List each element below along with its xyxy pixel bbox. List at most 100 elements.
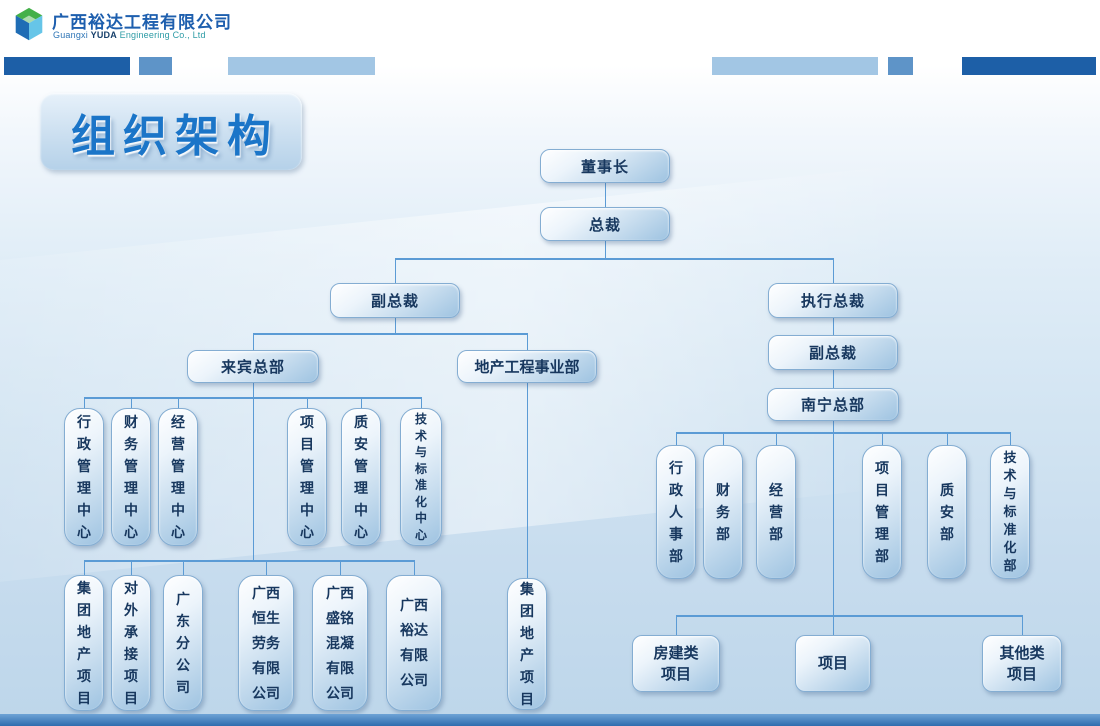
node-laibin-center-tech-standard: 技术与标准化中心 (400, 408, 442, 546)
connector-line (83, 397, 421, 399)
node-dept-admin-hr: 行政人事部 (656, 445, 696, 579)
connector-line (722, 432, 724, 445)
node-project-type-project-label: 项目 (817, 655, 848, 672)
node-dept-project-management-label: 项目管理部 (874, 460, 889, 564)
node-dept-tech-standard: 技术与标准化部 (990, 445, 1030, 579)
node-unit-guangdong-branch-label: 广东分公司 (175, 591, 190, 695)
company-name-cn: 广西裕达工程有限公司 (52, 13, 232, 32)
decor-bar-left-light (228, 57, 375, 75)
connector-line (83, 560, 414, 562)
node-executive-president: 执行总裁 (768, 283, 898, 318)
node-laibin-center-quality: 质安管理中心 (341, 408, 381, 546)
node-dept-admin-hr-label: 行政人事部 (668, 460, 683, 564)
node-real-estate-division: 地产工程事业部 (457, 350, 597, 383)
connector-line (946, 432, 948, 445)
connector-line (832, 258, 834, 283)
connector-line (604, 240, 606, 258)
node-laibin-hq-label: 来宾总部 (220, 359, 285, 376)
connector-line (130, 560, 132, 575)
node-vice-president-right: 副总裁 (768, 335, 898, 370)
node-dept-tech-standard-label: 技术与标准化部 (1003, 450, 1017, 573)
node-laibin-center-quality-label: 质安管理中心 (353, 414, 368, 540)
connector-line (252, 333, 527, 335)
connector-line (83, 560, 85, 575)
title-panel: 组织架构 (40, 93, 302, 170)
connector-line (675, 615, 1022, 617)
connector-line (832, 370, 834, 388)
node-nanning-hq-label: 南宁总部 (800, 397, 865, 414)
node-unit-shengming-concrete-label: 广西盛铭混凝有限公司 (326, 584, 354, 701)
decor-bar-right-dark (962, 57, 1096, 75)
connector-line (265, 560, 267, 575)
node-unit-hengsheng-labor-label: 广西恒生劳务有限公司 (252, 584, 280, 701)
node-vice-president-right-label: 副总裁 (808, 345, 857, 362)
connector-line (306, 397, 308, 408)
connector-line (252, 333, 254, 350)
node-chairman: 董事长 (540, 149, 670, 183)
node-unit-hengsheng-labor: 广西恒生劳务有限公司 (238, 575, 294, 711)
node-laibin-center-project: 项目管理中心 (287, 408, 327, 546)
connector-line (675, 432, 677, 445)
node-project-type-building: 房建类项目 (632, 635, 720, 692)
connector-line (832, 318, 834, 335)
decor-bar-left-dark (4, 57, 130, 75)
company-name-en-brand: YUDA (90, 30, 117, 40)
node-executive-president-label: 执行总裁 (800, 293, 865, 310)
decor-bar-right-medium (888, 57, 913, 75)
connector-line (420, 397, 422, 408)
node-unit-guangdong-branch: 广东分公司 (163, 575, 203, 711)
page-title: 组织架构 (71, 111, 279, 161)
connector-line (394, 318, 396, 333)
node-dept-operation: 经营部 (756, 445, 796, 579)
node-laibin-center-tech-standard-label: 技术与标准化中心 (414, 412, 427, 542)
node-realestate-group-projects-label: 集团地产项目 (519, 581, 534, 707)
node-laibin-center-finance: 财务管理中心 (111, 408, 151, 546)
node-unit-group-realestate-projects: 集团地产项目 (64, 575, 104, 711)
connector-line (775, 432, 777, 445)
node-president: 总裁 (540, 207, 670, 241)
node-laibin-center-finance-label: 财务管理中心 (123, 414, 138, 540)
connector-line (1009, 432, 1011, 445)
connector-line (413, 560, 415, 575)
connector-line (832, 421, 834, 635)
connector-line (1021, 615, 1023, 635)
bottom-decor-bar (0, 714, 1100, 726)
decor-bar-right-light (712, 57, 878, 75)
connector-line (526, 383, 528, 578)
node-dept-finance: 财务部 (703, 445, 743, 579)
connector-line (339, 560, 341, 575)
node-laibin-center-admin-label: 行政管理中心 (76, 414, 91, 540)
connector-line (394, 258, 833, 260)
node-project-type-other-label: 其他类项目 (999, 644, 1045, 683)
node-dept-quality-safety-label: 质安部 (939, 482, 954, 542)
node-laibin-center-operation-label: 经营管理中心 (170, 414, 185, 540)
node-vice-president-left: 副总裁 (330, 283, 460, 318)
node-unit-yuda-company: 广西裕达有限公司 (386, 575, 442, 711)
node-laibin-center-admin: 行政管理中心 (64, 408, 104, 546)
node-dept-finance-label: 财务部 (715, 482, 730, 542)
node-project-type-building-label: 房建类项目 (653, 644, 699, 683)
node-nanning-hq: 南宁总部 (767, 388, 899, 421)
company-name-en-suffix: Engineering Co., Ltd (119, 30, 206, 40)
company-logo-icon (10, 5, 48, 50)
connector-line (881, 432, 883, 445)
connector-line (130, 397, 132, 408)
connector-line (360, 397, 362, 408)
node-laibin-center-project-label: 项目管理中心 (299, 414, 314, 540)
connector-line (675, 432, 1010, 434)
node-unit-external-projects: 对外承接项目 (111, 575, 151, 711)
node-chairman-label: 董事长 (580, 158, 629, 176)
node-real-estate-division-label: 地产工程事业部 (474, 359, 580, 376)
node-unit-yuda-company-label: 广西裕达有限公司 (400, 597, 428, 688)
connector-line (604, 183, 606, 207)
node-project-type-project: 项目 (795, 635, 871, 692)
node-unit-external-projects-label: 对外承接项目 (123, 580, 138, 706)
node-realestate-group-projects: 集团地产项目 (507, 578, 547, 710)
decor-bar-left-medium (139, 57, 172, 75)
company-name-en: Guangxi YUDA Engineering Co., Ltd (53, 30, 206, 40)
connector-line (526, 333, 528, 350)
node-dept-operation-label: 经营部 (768, 482, 783, 542)
connector-line (252, 383, 254, 560)
node-dept-quality-safety: 质安部 (927, 445, 967, 579)
